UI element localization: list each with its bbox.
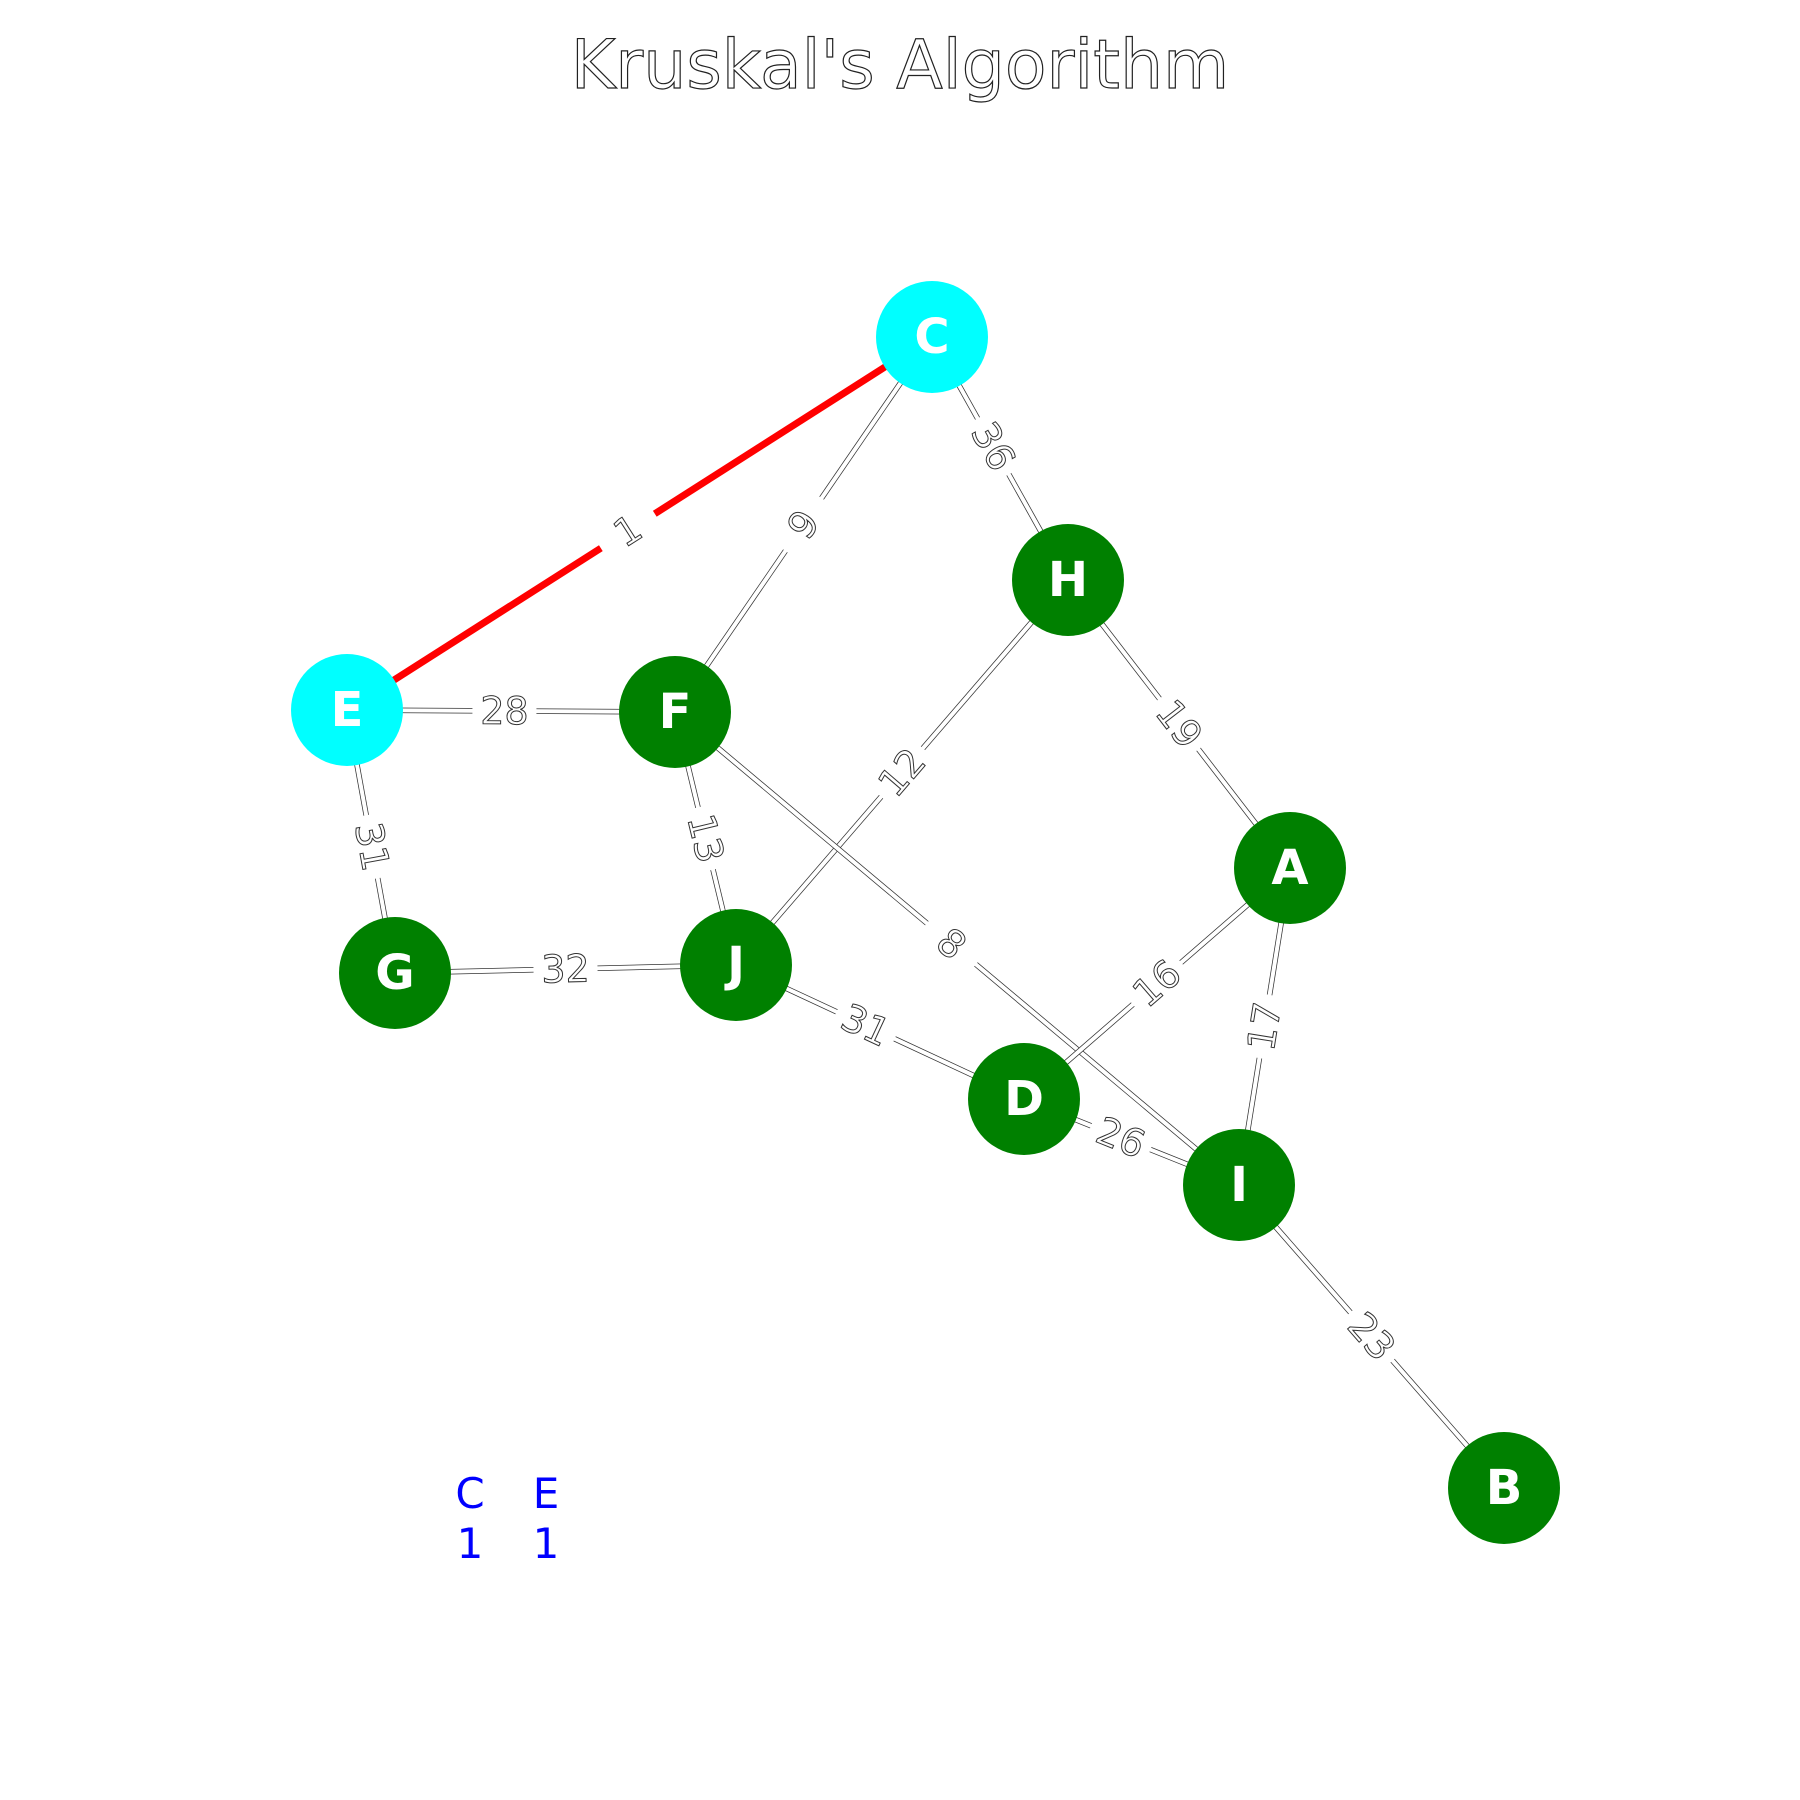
edge-weight-label: 31 bbox=[346, 819, 398, 874]
edge-weight-group-F-I: 8 bbox=[911, 904, 992, 983]
edge-weight-group-J-D: 31 bbox=[826, 990, 905, 1061]
node-label-A: A bbox=[1271, 840, 1308, 896]
node-label-E: E bbox=[331, 682, 364, 738]
node-circle-F bbox=[619, 656, 731, 768]
node-circle-D bbox=[968, 1043, 1080, 1155]
node-label-G: G bbox=[375, 945, 414, 1001]
node-A: A bbox=[1234, 812, 1346, 924]
page-title: Kruskal's Algorithm bbox=[571, 26, 1230, 105]
union-find-set-value: 1 bbox=[457, 1519, 484, 1568]
union-find-set-value: 1 bbox=[533, 1519, 560, 1568]
node-label-H: H bbox=[1048, 552, 1088, 608]
union-find-node-label: C bbox=[455, 1469, 484, 1518]
edge-weight-group-C-E: 1 bbox=[587, 493, 668, 569]
edge-weight-group-C-H: 36 bbox=[956, 406, 1030, 486]
node-C: C bbox=[876, 281, 988, 393]
edge-weight-group-H-A: 19 bbox=[1140, 684, 1218, 764]
edge-weight-group-D-I: 26 bbox=[1082, 1103, 1160, 1172]
node-B: B bbox=[1448, 1432, 1560, 1544]
edge-weight-label: 17 bbox=[1239, 999, 1290, 1054]
node-E: E bbox=[291, 654, 403, 766]
node-circle-J bbox=[680, 909, 792, 1021]
node-label-B: B bbox=[1486, 1460, 1523, 1516]
node-circle-A bbox=[1234, 812, 1346, 924]
union-find-node-label: E bbox=[533, 1469, 560, 1518]
node-J: J bbox=[680, 909, 792, 1021]
node-label-J: J bbox=[724, 937, 745, 993]
node-label-D: D bbox=[1004, 1071, 1044, 1127]
node-H: H bbox=[1012, 524, 1124, 636]
node-circle-G bbox=[339, 917, 451, 1029]
node-label-I: I bbox=[1230, 1157, 1248, 1213]
edge-weight-group-F-J: 13 bbox=[674, 801, 737, 876]
edge-weight-group-C-F: 9 bbox=[765, 484, 842, 565]
edge-weight-group-E-G: 31 bbox=[342, 810, 402, 883]
nodes-layer: C H E F A G J D I B bbox=[291, 281, 1560, 1544]
node-circle-B bbox=[1448, 1432, 1560, 1544]
node-label-C: C bbox=[914, 309, 949, 365]
edge-weight-label: 32 bbox=[541, 946, 590, 991]
node-circle-E bbox=[291, 654, 403, 766]
edges-layer bbox=[344, 334, 1507, 1490]
edge-weight-group-A-I: 17 bbox=[1235, 991, 1294, 1062]
node-D: D bbox=[968, 1043, 1080, 1155]
node-circle-I bbox=[1183, 1129, 1295, 1241]
node-label-F: F bbox=[659, 684, 692, 740]
node-I: I bbox=[1183, 1129, 1295, 1241]
edge-weight-group-G-J: 32 bbox=[532, 944, 599, 994]
node-F: F bbox=[619, 656, 731, 768]
node-circle-H bbox=[1012, 524, 1124, 636]
edge-weight-group-E-F: 28 bbox=[472, 686, 537, 736]
edge-weight-label: 28 bbox=[480, 689, 529, 733]
node-circle-C bbox=[876, 281, 988, 393]
node-G: G bbox=[339, 917, 451, 1029]
